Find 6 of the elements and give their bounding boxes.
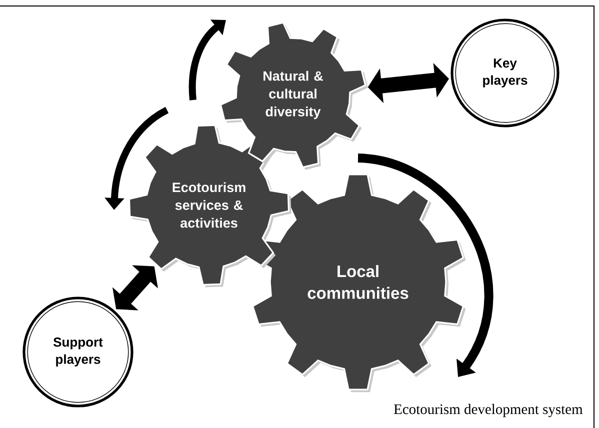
gear: Ecotourism services & activities (128, 124, 292, 288)
gear: Local communities (252, 174, 466, 392)
gear: Natural & cultural diversity (220, 22, 368, 170)
caption: Ecotourism development system (394, 404, 583, 418)
circle-node: Key players (450, 18, 560, 128)
circle-node: Support players (22, 296, 134, 408)
